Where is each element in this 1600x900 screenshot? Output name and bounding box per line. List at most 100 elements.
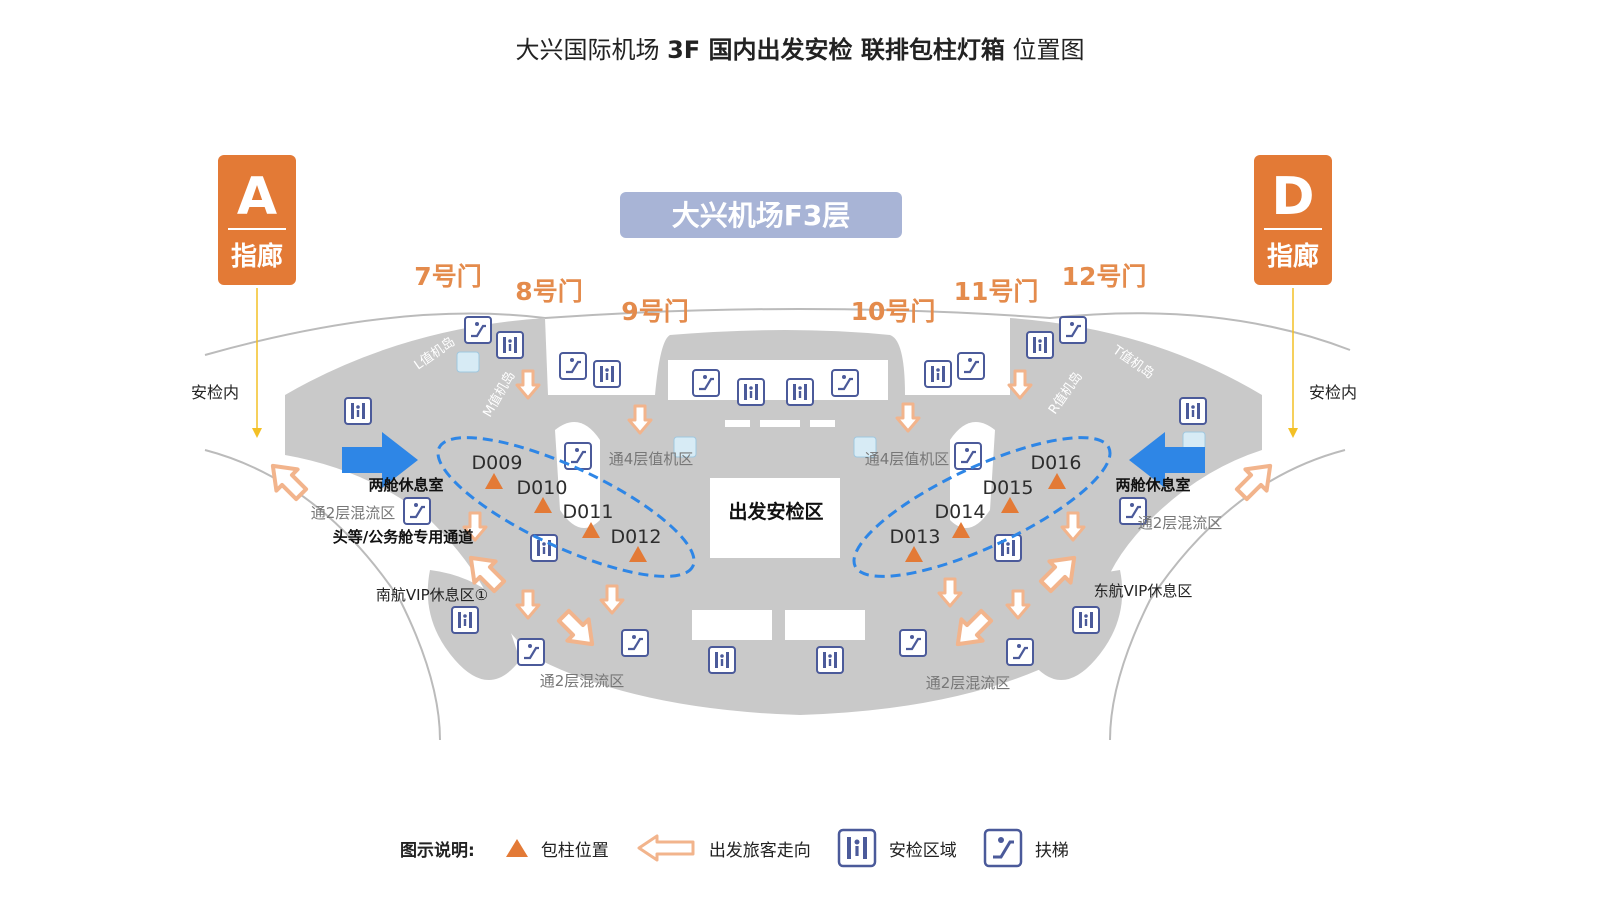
legend-item-flow: 出发旅客走向 [635, 833, 811, 863]
pillar-marker [905, 546, 923, 562]
lounge-left: 两舱休息室 [368, 476, 443, 494]
security-icon [924, 360, 952, 388]
csa-vip-lounge: 南航VIP休息区① [376, 586, 488, 604]
pillar-code-d009: D009 [472, 452, 523, 474]
to-4f-right: 通4层值机区 [865, 450, 950, 468]
security-area-box [710, 478, 840, 558]
escalator-icon [1058, 315, 1088, 345]
first-class-channel: 头等/公务舱专用通道 [333, 528, 473, 546]
outer-wall-top [204, 308, 1351, 356]
pillar-marker [1048, 473, 1066, 489]
security-inside-right: 安检内 [1309, 383, 1357, 402]
to-4f-left: 通4层值机区 [609, 450, 694, 468]
security-icon [344, 397, 372, 425]
escalator-icon [898, 628, 928, 658]
guide-arrowhead-left [252, 428, 262, 438]
entry-arrow-right [1129, 432, 1205, 488]
gate-10: 10号门 [851, 297, 936, 326]
security-icon [994, 534, 1022, 562]
pillar-marker [485, 473, 503, 489]
escalator-icon [620, 628, 650, 658]
to-2f-left: 通2层混流区 [311, 504, 396, 522]
pillar-group-right [852, 436, 1112, 578]
floor-label-box [620, 192, 902, 238]
pillar-marker [952, 522, 970, 538]
structure-block [692, 610, 772, 640]
pillar-group-left [436, 436, 696, 578]
page-title: 大兴国际机场 3F 国内出发安检 联排包柱灯箱 位置图 [0, 30, 1600, 65]
legend-item-security: 安检区域 [837, 828, 957, 868]
lounge-right: 两舱休息室 [1115, 476, 1190, 494]
security-icon [708, 646, 736, 674]
legend-item-pillar: 包柱位置 [505, 836, 609, 861]
ce-vip-lounge: 东航VIP休息区 [1094, 582, 1193, 600]
security-icon [1179, 397, 1207, 425]
title-part-2: 3F 国内出发安检 联排包柱灯箱 [667, 36, 1005, 64]
pillar-code-d011: D011 [563, 501, 614, 523]
escalator-icon [691, 368, 721, 398]
pillar-code-d015: D015 [983, 477, 1034, 499]
to-2f-right: 通2层混流区 [1138, 514, 1223, 532]
legend-label-security: 安检区域 [888, 840, 957, 861]
escalator-icon [463, 315, 493, 345]
guide-arrowhead-right [1288, 428, 1298, 438]
info-marker [456, 351, 480, 373]
pier-d-label: 指廊 [1267, 241, 1319, 272]
security-icon [816, 646, 844, 674]
gate-8: 8号门 [515, 277, 582, 306]
gate-11: 11号门 [954, 277, 1039, 306]
security-icon [786, 378, 814, 406]
info-marker [853, 436, 877, 458]
security-icon [451, 606, 479, 634]
legend: 图示说明: 包柱位置 出发旅客走向 安检区域 扶梯 [400, 828, 1095, 868]
flow-arrow-icon [637, 834, 695, 862]
pillar-code-d012: D012 [611, 526, 662, 548]
entry-arrow-left [342, 432, 418, 488]
security-icon [496, 331, 524, 359]
gate-7: 7号门 [414, 262, 481, 291]
security-area-label: 出发安检区 [728, 500, 823, 523]
pillar-markers [485, 473, 1066, 562]
pillar-code-d014: D014 [935, 501, 986, 523]
gate-9: 9号门 [621, 297, 688, 326]
pier-d-sign [1254, 155, 1332, 285]
outer-wall-right [1109, 449, 1346, 741]
escalator-icon [563, 441, 593, 471]
info-marker [673, 436, 697, 458]
escalator-icon [1005, 637, 1035, 667]
pier-a-label: 指廊 [231, 241, 283, 272]
legend-label-pillar: 包柱位置 [540, 840, 609, 861]
legend-label-escalator: 扶梯 [1034, 840, 1069, 861]
pillar-code-d016: D016 [1031, 452, 1082, 474]
pier-d-letter: D [1271, 167, 1314, 227]
legend-heading: 图示说明: [400, 840, 475, 861]
escalator-icon [830, 368, 860, 398]
pillar-code-d010: D010 [517, 477, 568, 499]
structure-block [785, 610, 865, 640]
pier-a-sign [218, 155, 296, 285]
legend-item-escalator: 扶梯 [983, 828, 1069, 868]
pillar-code-d013: D013 [890, 526, 941, 548]
security-icon [737, 378, 765, 406]
security-inside-left: 安检内 [191, 383, 239, 402]
escalator-icon [402, 496, 432, 526]
security-icon [530, 534, 558, 562]
to-2f-bottom-right: 通2层混流区 [926, 674, 1011, 692]
structure-strip [810, 420, 835, 427]
pier-a-letter: A [237, 167, 277, 227]
security-icon [593, 360, 621, 388]
pillar-marker [1001, 497, 1019, 513]
floor-label: 大兴机场F3层 [672, 199, 851, 232]
security-icon [837, 828, 877, 868]
escalator-icon [558, 351, 588, 381]
escalator-icon [983, 828, 1023, 868]
security-icon [1026, 331, 1054, 359]
outer-wall-left [204, 449, 441, 741]
pillar-marker [582, 522, 600, 538]
title-part-1: 大兴国际机场 [515, 36, 660, 64]
security-icon [1072, 606, 1100, 634]
pillar-marker [534, 497, 552, 513]
escalator-icon [956, 351, 986, 381]
legend-label-flow: 出发旅客走向 [708, 840, 811, 861]
to-2f-bottom-left: 通2层混流区 [540, 672, 625, 690]
